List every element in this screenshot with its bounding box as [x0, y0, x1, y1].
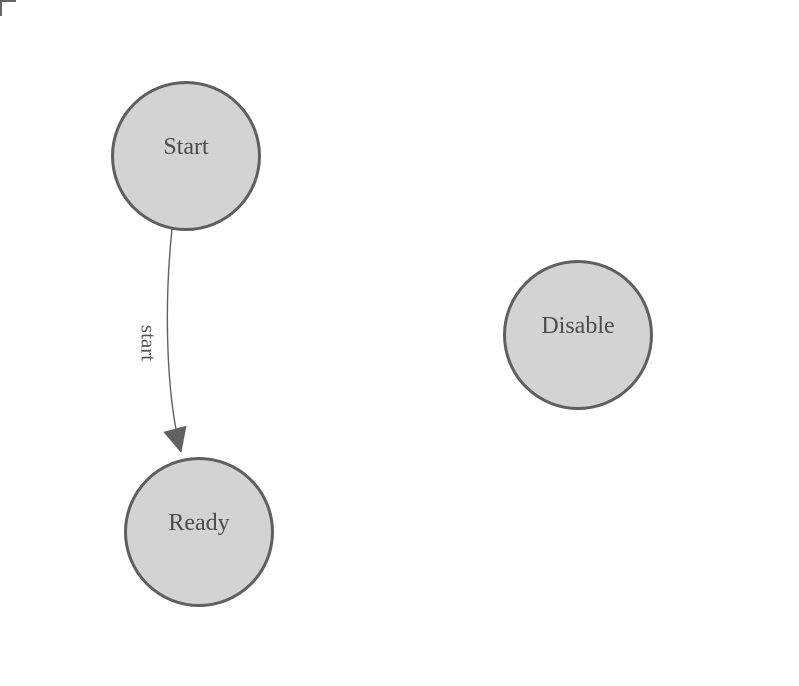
edge-label-start[interactable]: start [136, 324, 161, 362]
state-label-start: Start [163, 133, 209, 160]
state-label-ready: Ready [168, 509, 230, 536]
state-node-disable[interactable]: Disable [503, 260, 653, 410]
canvas-origin-corner-icon [0, 0, 16, 16]
state-node-ready[interactable]: Ready [124, 457, 274, 607]
transition-edge-start-to-ready[interactable] [163, 228, 187, 453]
state-node-start[interactable]: Start [111, 81, 261, 231]
state-label-disable: Disable [541, 312, 615, 339]
